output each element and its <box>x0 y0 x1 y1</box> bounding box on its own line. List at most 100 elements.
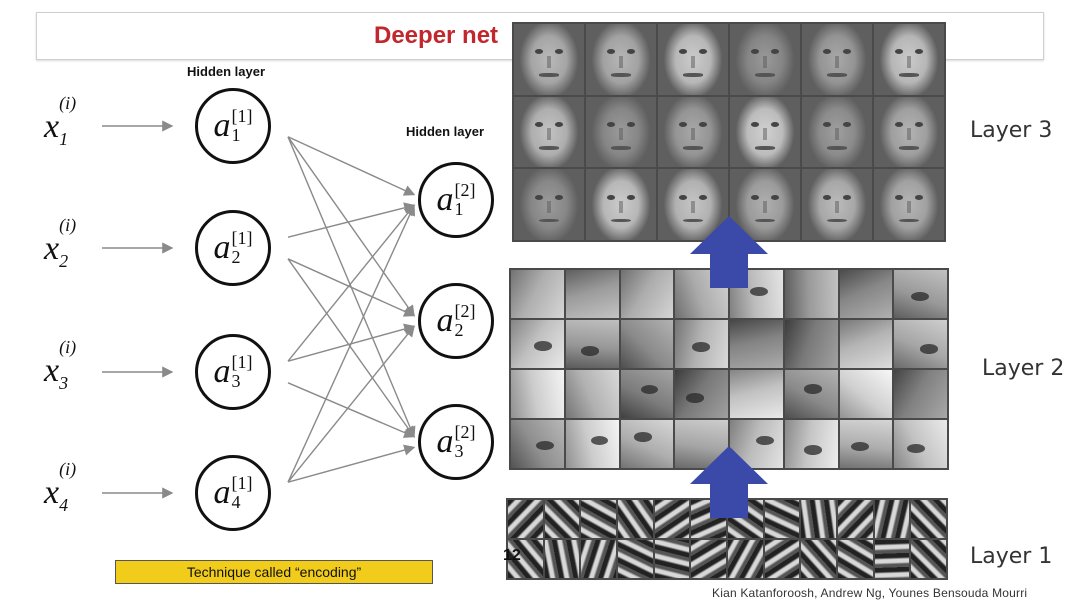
part-feature-tile <box>784 370 838 418</box>
part-feature-tile <box>620 320 674 368</box>
part-feature-tile <box>894 270 947 318</box>
part-feature-tile <box>730 270 783 318</box>
part-feature-tile <box>894 420 947 468</box>
connection-arrow <box>287 382 416 438</box>
part-feature-tile <box>894 320 947 368</box>
layer1-label: Layer 1 <box>970 544 1053 569</box>
up-arrow-icon <box>690 216 768 288</box>
face-feature-tile <box>730 96 800 168</box>
hidden-layer-2-label: Hidden layer <box>406 124 485 139</box>
face-feature-tile <box>802 24 872 95</box>
connection-arrow <box>287 444 416 483</box>
edge-feature-tile <box>691 540 726 578</box>
part-feature-tile <box>565 270 619 318</box>
hidden-layer-1-label: Hidden layer <box>187 64 266 79</box>
part-feature-tile <box>565 320 619 368</box>
face-feature-tile <box>730 24 800 95</box>
part-feature-tile <box>511 420 564 468</box>
face-feature-tile <box>658 96 728 168</box>
edge-feature-tile <box>838 500 873 538</box>
input-x3: x3(i) <box>44 337 77 393</box>
edge-feature-tile <box>728 540 763 578</box>
part-feature-tile <box>511 370 564 418</box>
up-arrow-icon <box>690 446 768 518</box>
connection-arrow <box>287 202 416 238</box>
edge-feature-tile <box>911 540 946 578</box>
part-feature-tile <box>675 320 728 368</box>
edge-feature-tile <box>874 500 910 538</box>
part-feature-tile <box>511 270 564 318</box>
edge-feature-tile <box>544 540 580 578</box>
face-feature-tile <box>874 96 944 168</box>
part-feature-tile <box>839 420 893 468</box>
edge-feature-tile <box>911 500 946 538</box>
part-feature-tile <box>565 420 619 468</box>
part-feature-tile <box>730 370 783 418</box>
face-feature-tile <box>586 24 656 95</box>
connection-arrow <box>287 258 415 438</box>
neuron-layer1-3: a[1]3 <box>195 334 271 410</box>
author-credit: Kian Katanforoosh, Andrew Ng, Younes Ben… <box>712 586 1028 600</box>
connection-arrow <box>287 258 416 317</box>
part-feature-tile <box>511 320 564 368</box>
connection-arrow <box>287 136 415 317</box>
input-x2: x2(i) <box>44 215 77 271</box>
layer3-face-features <box>512 22 946 242</box>
neuron-layer1-2: a[1]2 <box>195 210 271 286</box>
part-feature-tile <box>784 420 838 468</box>
edge-feature-tile <box>764 540 800 578</box>
face-feature-tile <box>658 169 728 240</box>
connection-arrow <box>287 325 415 483</box>
neuron-layer1-1: a[1]1 <box>195 88 271 164</box>
connection-arrow <box>287 136 416 196</box>
technique-note: Technique called “encoding” <box>115 560 433 584</box>
page-number: 12 <box>503 547 521 564</box>
part-feature-tile <box>620 370 674 418</box>
neuron-layer2-2: a[2]2 <box>418 283 494 359</box>
part-feature-tile <box>839 320 893 368</box>
slide-title: Deeper net <box>374 22 499 49</box>
part-feature-tile <box>730 320 783 368</box>
part-feature-tile <box>784 320 838 368</box>
face-feature-tile <box>586 96 656 168</box>
input-x4: x4(i) <box>44 459 77 515</box>
part-feature-tile <box>565 370 619 418</box>
face-feature-tile <box>514 96 584 168</box>
face-feature-tile <box>658 24 728 95</box>
edge-feature-tile <box>838 540 873 578</box>
part-feature-tile <box>620 420 674 468</box>
edge-feature-tile <box>508 540 543 578</box>
face-feature-tile <box>514 169 584 240</box>
edge-feature-tile <box>508 500 543 538</box>
neuron-layer2-3: a[2]3 <box>418 404 494 480</box>
layer3-label: Layer 3 <box>970 118 1053 143</box>
edge-feature-tile <box>801 540 836 578</box>
edge-feature-tile <box>618 500 653 538</box>
edge-feature-tile <box>581 500 616 538</box>
face-feature-tile <box>874 169 944 240</box>
edge-feature-tile <box>581 540 616 578</box>
face-feature-tile <box>730 169 800 240</box>
edge-feature-tile <box>764 500 800 538</box>
part-feature-tile <box>894 370 947 418</box>
neuron-layer1-4: a[1]4 <box>195 455 271 531</box>
part-feature-tile <box>620 270 674 318</box>
part-feature-tile <box>839 270 893 318</box>
edge-feature-tile <box>874 540 910 578</box>
face-feature-tile <box>514 24 584 95</box>
layer2-part-features <box>509 268 949 470</box>
layer2-label: Layer 2 <box>982 356 1065 381</box>
edge-feature-tile <box>654 540 690 578</box>
face-feature-tile <box>802 96 872 168</box>
neuron-layer2-1: a[2]1 <box>418 162 494 238</box>
connection-arrow <box>287 204 416 483</box>
input-x1: x1(i) <box>44 93 77 149</box>
edge-feature-tile <box>654 500 690 538</box>
edge-feature-tile <box>544 500 580 538</box>
part-feature-tile <box>839 370 893 418</box>
face-feature-tile <box>802 169 872 240</box>
edge-feature-tile <box>618 540 653 578</box>
edge-feature-tile <box>801 500 836 538</box>
part-feature-tile <box>675 370 728 418</box>
